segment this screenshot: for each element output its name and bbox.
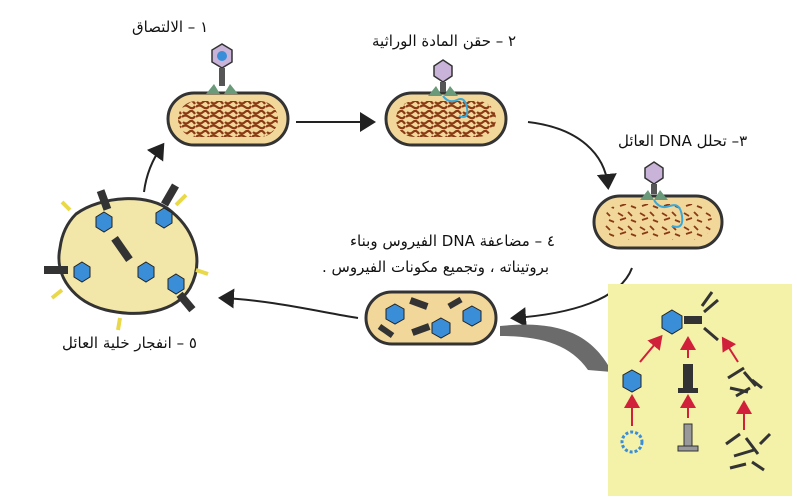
step4-cell xyxy=(364,290,498,346)
arrow-4-to-5 xyxy=(218,288,359,319)
step1-phage xyxy=(206,43,238,94)
step1-cell xyxy=(166,91,290,147)
step5-released-phages xyxy=(44,183,196,313)
step3-label: ٣– تحلل DNA العائل xyxy=(618,132,748,150)
step4-label-line2: بروتيناته ، وتجميع مكونات الفيروس . xyxy=(322,258,550,276)
step2-cell xyxy=(384,91,508,147)
step2-phage xyxy=(428,59,458,96)
arrow-2-to-3 xyxy=(527,121,617,190)
arrow-5-to-1 xyxy=(143,142,165,193)
step1-label: ١ – الالتصاق xyxy=(132,18,209,36)
assembly-inset xyxy=(608,284,792,496)
inset-pointer xyxy=(500,324,612,372)
step5-burst-cell xyxy=(50,193,209,331)
step3-cell xyxy=(592,194,724,250)
step5-label: ٥ – انفجار خلية العائل xyxy=(62,334,197,352)
step4-label-line1: ٤ – مضاعفة DNA الفيروس وبناء xyxy=(350,232,555,250)
step2-label: ٢ – حقن المادة الوراثية xyxy=(372,32,517,50)
step3-phage xyxy=(640,161,668,200)
arrow-3-to-4 xyxy=(510,267,633,328)
